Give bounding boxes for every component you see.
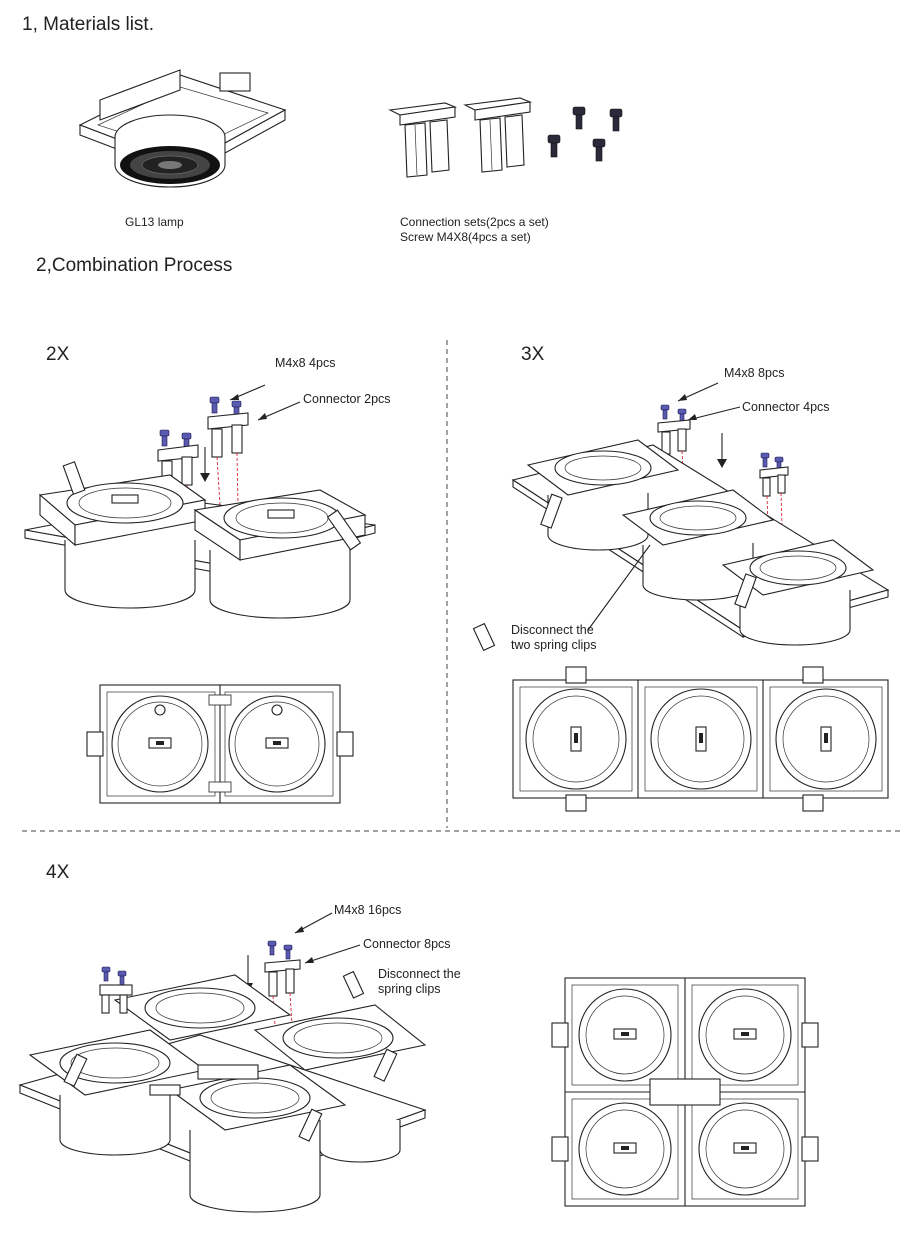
- config-3x-isometric-illustration: [472, 382, 890, 652]
- config-3x-screws-label: M4x8 8pcs: [724, 366, 785, 380]
- config-2x-screws-label: M4x8 4pcs: [275, 356, 336, 370]
- config-4x-isometric-illustration: [18, 912, 427, 1213]
- config-3x-plan-illustration: [512, 666, 889, 812]
- materials-heading: 1, Materials list.: [22, 14, 154, 35]
- combination-heading: 2,Combination Process: [36, 255, 233, 276]
- config-3x-note-line2: two spring clips: [511, 638, 597, 652]
- connection-caption: Connection sets(2pcs a set): [400, 215, 549, 229]
- config-3x-title: 3X: [521, 344, 545, 365]
- config-2x-plan-illustration: [86, 684, 354, 804]
- gl13-lamp-illustration: [78, 69, 287, 188]
- config-4x-screws-label: M4x8 16pcs: [334, 903, 402, 917]
- config-2x-isometric-illustration: [24, 384, 376, 619]
- config-3x-connector-label: Connector 4pcs: [742, 400, 830, 414]
- config-4x-note-line2: spring clips: [378, 982, 441, 996]
- screw-caption: Screw M4X8(4pcs a set): [400, 230, 531, 244]
- config-3x-note-line1: Disconnect the: [511, 623, 594, 637]
- config-4x-note-line1: Disconnect the: [378, 967, 461, 981]
- config-2x-connector-label: Connector 2pcs: [303, 392, 391, 406]
- connection-sets-illustration: [388, 97, 623, 178]
- config-4x-connector-label: Connector 8pcs: [363, 937, 451, 951]
- config-4x-title: 4X: [46, 862, 70, 883]
- config-2x-title: 2X: [46, 344, 70, 365]
- config-4x-plan-illustration: [551, 977, 819, 1207]
- lamp-caption: GL13 lamp: [125, 215, 184, 229]
